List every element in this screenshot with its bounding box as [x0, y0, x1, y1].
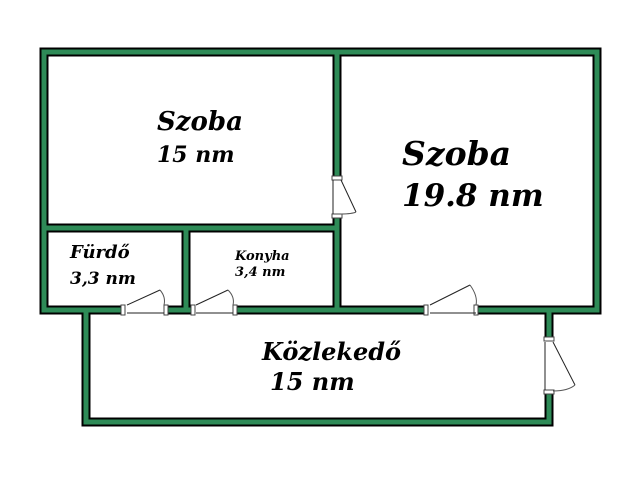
door-bathroom [120, 289, 169, 316]
door-bedroom [331, 175, 357, 219]
door-large-bedroom [423, 284, 479, 316]
room-area-hallway: 15 nm [270, 367, 355, 396]
room-area-bathroom: 3,3 nm [70, 269, 136, 289]
room-name-bedroom-large: Szoba [402, 134, 511, 173]
doors [120, 175, 576, 395]
door-kitchen [190, 289, 238, 316]
room-name-bedroom-small: Szoba [157, 107, 243, 137]
door-entrance [543, 336, 576, 395]
room-name-bathroom: Fürdő [69, 242, 130, 263]
room-name-hallway: Közlekedő [261, 337, 401, 366]
room-area-kitchen: 3,4 nm [235, 265, 285, 280]
room-labels: Szoba 15 nm Szoba 19.8 nm Fürdő 3,3 nm K… [69, 107, 544, 396]
room-name-kitchen: Konyha [234, 249, 290, 264]
room-area-bedroom-large: 19.8 nm [402, 178, 544, 214]
room-area-bedroom-small: 15 nm [157, 142, 235, 168]
